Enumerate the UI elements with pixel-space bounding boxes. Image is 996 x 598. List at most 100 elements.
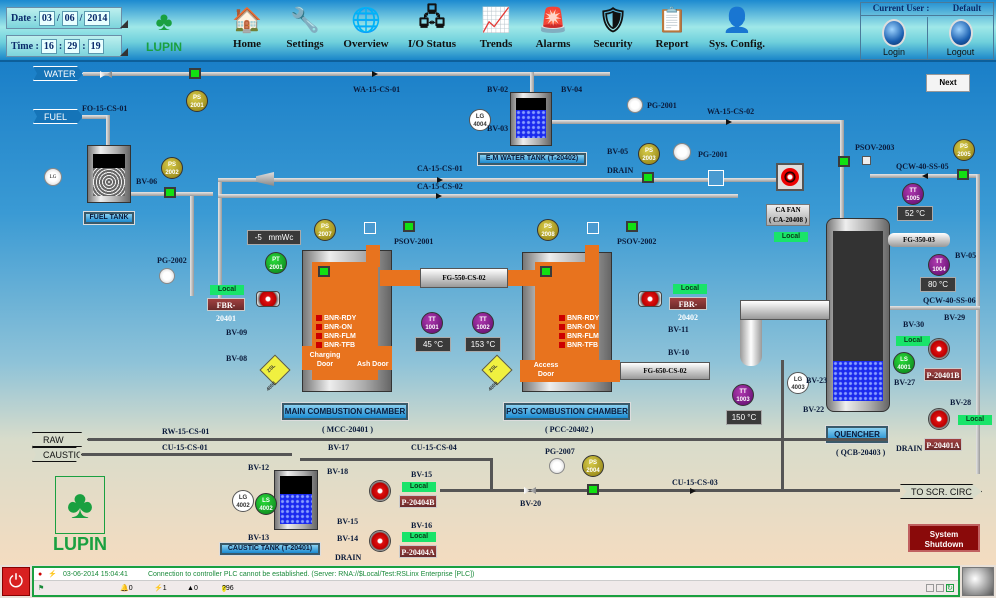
nav-trends[interactable]: 📈Trends [464, 4, 528, 58]
valve-bv-20[interactable] [524, 487, 536, 494]
pipe [976, 174, 980, 474]
date-year[interactable]: 2014 [84, 10, 111, 26]
valve-label: BV-29 [944, 313, 966, 322]
nav-label: Report [655, 38, 689, 50]
valve-label: BV-15 [411, 470, 433, 479]
login-button[interactable]: Login [861, 17, 927, 60]
lg-gauge[interactable]: LG [44, 168, 62, 186]
next-button[interactable]: Next [926, 74, 970, 92]
nav-io-status[interactable]: 🖧I/O Status [400, 4, 464, 58]
p-20404b-label[interactable]: P-20404B [399, 495, 437, 508]
fan-icon [781, 168, 799, 186]
access-door-label[interactable]: Access Door [533, 362, 559, 378]
time-minute[interactable]: 29 [64, 38, 81, 54]
ack-icon[interactable] [926, 584, 934, 592]
nav-report[interactable]: 📋Report [640, 4, 704, 58]
alarm-message[interactable]: Connection to controller PLC cannot be e… [147, 570, 475, 578]
nav-settings[interactable]: 🔧Settings [273, 4, 337, 58]
pcc-door-band [520, 360, 620, 382]
psov-2003-valve[interactable] [838, 156, 850, 167]
valve-label: BV-14 [337, 534, 359, 543]
speaker-icon[interactable] [962, 567, 994, 596]
valve-label: BV-10 [668, 348, 690, 357]
date-month[interactable]: 06 [61, 10, 78, 26]
valve-label: PSOV-2002 [617, 237, 657, 246]
nav-label: Sys. Config. [709, 38, 765, 50]
ash-door-label[interactable]: Ash Door [357, 361, 389, 368]
damper-icon[interactable] [364, 222, 376, 234]
inlet-caustic: CAUSTIC [32, 447, 82, 462]
refresh-icon[interactable]: ↻ [946, 584, 954, 592]
date-day[interactable]: 03 [38, 10, 55, 26]
p-20401b-label[interactable]: P-20401B [924, 368, 962, 381]
pump-p20404b[interactable] [369, 480, 391, 502]
fbr-20402-label[interactable]: FBR-20402 [669, 297, 707, 322]
charging-door-label[interactable]: Charging Door [309, 352, 341, 368]
logout-button[interactable]: Logout [927, 17, 993, 60]
pipe [840, 120, 844, 220]
burner-fbr-20401[interactable] [256, 291, 280, 307]
power-icon[interactable]: ⏻ [2, 567, 30, 596]
pcc-stack [585, 245, 599, 267]
pipe [218, 178, 222, 298]
pump-p20401b[interactable] [928, 338, 950, 360]
time-hour[interactable]: 16 [40, 38, 57, 54]
damper-icon[interactable] [708, 170, 724, 186]
burner-fbr-20402[interactable] [638, 291, 662, 307]
pipe [490, 458, 493, 490]
valve-label: BV-11 [668, 325, 689, 334]
nav-alarms[interactable]: 🚨Alarms [521, 4, 585, 58]
nav-security[interactable]: 🛡Security [581, 4, 645, 58]
network-icon: 🖧 [418, 4, 446, 31]
p-20404a-label[interactable]: P-20404A [399, 545, 437, 558]
psov-2002-valve[interactable] [626, 221, 638, 232]
flag-icon[interactable]: ⚑ [38, 585, 45, 592]
pump-p20401a[interactable] [928, 408, 950, 430]
line-label-ca2: CA-15-CS-02 [417, 182, 463, 191]
pump-p20404a[interactable] [369, 530, 391, 552]
ca-fan[interactable] [776, 163, 804, 191]
silence-icon[interactable] [936, 584, 944, 592]
fuel-tank[interactable] [87, 145, 131, 203]
caustic-tank[interactable] [274, 470, 318, 530]
p-20401a-label[interactable]: P-20401A [924, 438, 962, 451]
valve-label: BV-20 [520, 499, 542, 508]
current-user-label: Current User : [872, 3, 930, 13]
quencher-vessel[interactable] [826, 218, 890, 412]
valve-label: BV-08 [226, 354, 248, 363]
nav-sys-config[interactable]: 👤Sys. Config. [702, 4, 772, 58]
valve-label: BV-17 [328, 443, 350, 452]
time-second[interactable]: 19 [87, 38, 104, 54]
em-water-tank[interactable] [510, 92, 552, 146]
line-label-cu3: CU-15-CS-03 [672, 478, 718, 487]
pressure-readout: -5 mmWc [247, 230, 301, 245]
psov-2001-valve[interactable] [403, 221, 415, 232]
damper-icon[interactable] [587, 222, 599, 234]
drain-label: DRAIN [335, 553, 362, 562]
nav-overview[interactable]: 🌐Overview [334, 4, 398, 58]
nav-home[interactable]: 🏠Home [215, 4, 279, 58]
nav-label: Overview [343, 38, 389, 50]
quencher-tag: ( QCB-20403 ) [836, 448, 886, 457]
current-user-value: Default [952, 3, 982, 13]
fbr-20401-label[interactable]: FBR-20401 [207, 298, 245, 323]
